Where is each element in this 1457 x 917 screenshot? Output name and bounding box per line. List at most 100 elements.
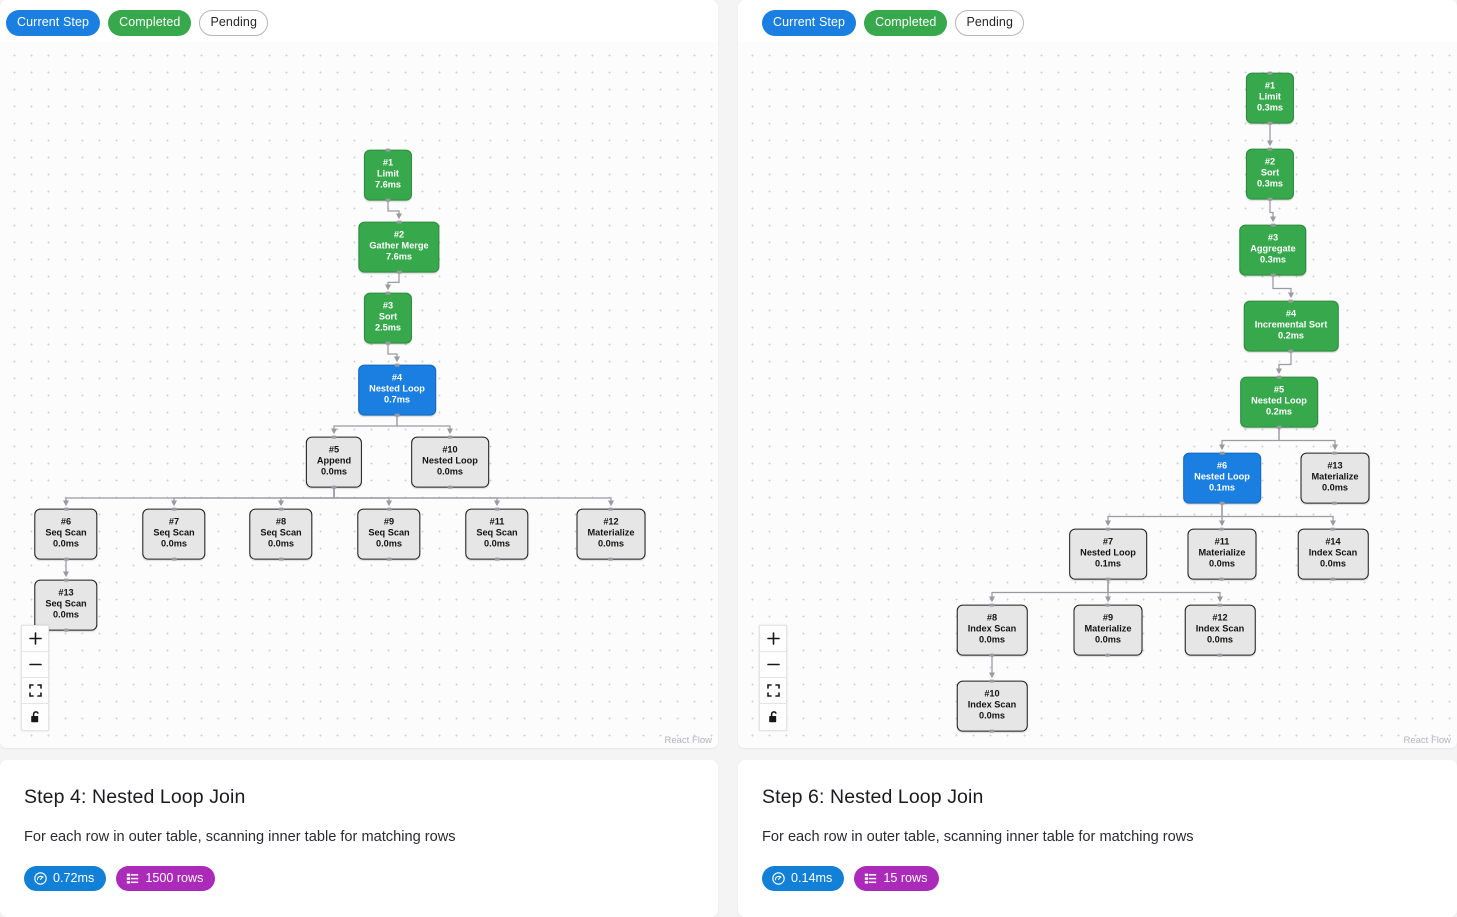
node-time: 7.6ms bbox=[385, 252, 413, 263]
node-time: 0.3ms bbox=[1259, 255, 1287, 266]
node-id: #11 bbox=[489, 516, 505, 527]
node-label: Materialize bbox=[1084, 623, 1132, 634]
node-id: #4 bbox=[391, 372, 403, 383]
react-flow-attribution[interactable]: React Flow bbox=[1403, 735, 1451, 746]
node-id: #2 bbox=[393, 229, 405, 240]
node-time: 0.3ms bbox=[1256, 179, 1284, 190]
node-id: #13 bbox=[1327, 460, 1343, 471]
node-time: 0.2ms bbox=[1277, 331, 1305, 342]
plan-edge bbox=[989, 579, 1109, 603]
node-label: Seq Scan bbox=[45, 527, 87, 538]
node-id: #9 bbox=[383, 516, 395, 527]
rows-list-icon bbox=[127, 873, 139, 884]
duration-badge: 0.72ms bbox=[24, 866, 107, 891]
gauge-icon bbox=[34, 871, 47, 885]
plan-edge bbox=[385, 272, 400, 291]
legend-current-step[interactable]: Current Step bbox=[6, 10, 101, 36]
lock-icon[interactable] bbox=[760, 704, 786, 730]
step-metrics: 0.72ms 1500 rows bbox=[24, 866, 694, 891]
node-id: #2 bbox=[1264, 156, 1276, 167]
node-time: 0.7ms bbox=[383, 395, 411, 406]
plan-edge bbox=[1107, 579, 1223, 603]
zoom-out-button[interactable] bbox=[760, 652, 786, 678]
node-time: 0.0ms bbox=[1208, 559, 1236, 570]
node-label: Seq Scan bbox=[260, 527, 302, 538]
gauge-icon bbox=[772, 871, 785, 885]
step-description: For each row in outer table, scanning in… bbox=[24, 829, 456, 845]
node-id: #12 bbox=[1212, 612, 1228, 623]
legend-completed[interactable]: Completed bbox=[864, 10, 948, 36]
node-time: 0.0ms bbox=[1206, 635, 1234, 646]
node-label: Nested Loop bbox=[1251, 395, 1307, 406]
rows-badge: 15 rows bbox=[854, 866, 940, 891]
plan-edge bbox=[333, 487, 614, 507]
node-label: Seq Scan bbox=[368, 527, 410, 538]
zoom-out-button[interactable] bbox=[22, 652, 48, 678]
node-label: Nested Loop bbox=[1080, 547, 1136, 558]
plan-edge bbox=[1278, 427, 1338, 451]
plan-edge bbox=[1276, 351, 1292, 375]
plan-edge bbox=[387, 343, 400, 363]
react-flow-attribution[interactable]: React Flow bbox=[664, 735, 712, 746]
node-label: Nested Loop bbox=[369, 383, 425, 394]
node-label: Aggregate bbox=[1250, 243, 1296, 254]
node-id: #5 bbox=[1273, 384, 1285, 395]
plan-edge bbox=[333, 487, 392, 507]
legend-pending[interactable]: Pending bbox=[955, 10, 1025, 36]
node-label: Append bbox=[316, 455, 352, 466]
rows-list-icon bbox=[865, 873, 877, 884]
node-id: #10 bbox=[442, 444, 458, 455]
legend-current-step[interactable]: Current Step bbox=[762, 10, 857, 36]
node-id: #7 bbox=[168, 516, 180, 527]
legend-completed[interactable]: Completed bbox=[108, 10, 192, 36]
zoom-in-button[interactable] bbox=[22, 626, 48, 652]
node-id: #10 bbox=[984, 688, 1000, 699]
node-time: 0.0ms bbox=[1094, 635, 1122, 646]
node-time: 0.2ms bbox=[1265, 407, 1293, 418]
node-label: Limit bbox=[377, 168, 399, 179]
fit-view-button[interactable] bbox=[22, 678, 48, 704]
node-id: #8 bbox=[275, 516, 287, 527]
plan-edge bbox=[171, 487, 335, 507]
legend-pending[interactable]: Pending bbox=[199, 10, 269, 36]
plan-edge bbox=[333, 487, 500, 507]
node-label: Index Scan bbox=[967, 623, 1017, 634]
node-id: #3 bbox=[382, 300, 394, 311]
plan-edge bbox=[1219, 427, 1280, 451]
fit-view-button[interactable] bbox=[760, 678, 786, 704]
lock-icon[interactable] bbox=[22, 704, 48, 730]
zoom-in-button[interactable] bbox=[760, 626, 786, 652]
plan-edge bbox=[1272, 275, 1294, 299]
